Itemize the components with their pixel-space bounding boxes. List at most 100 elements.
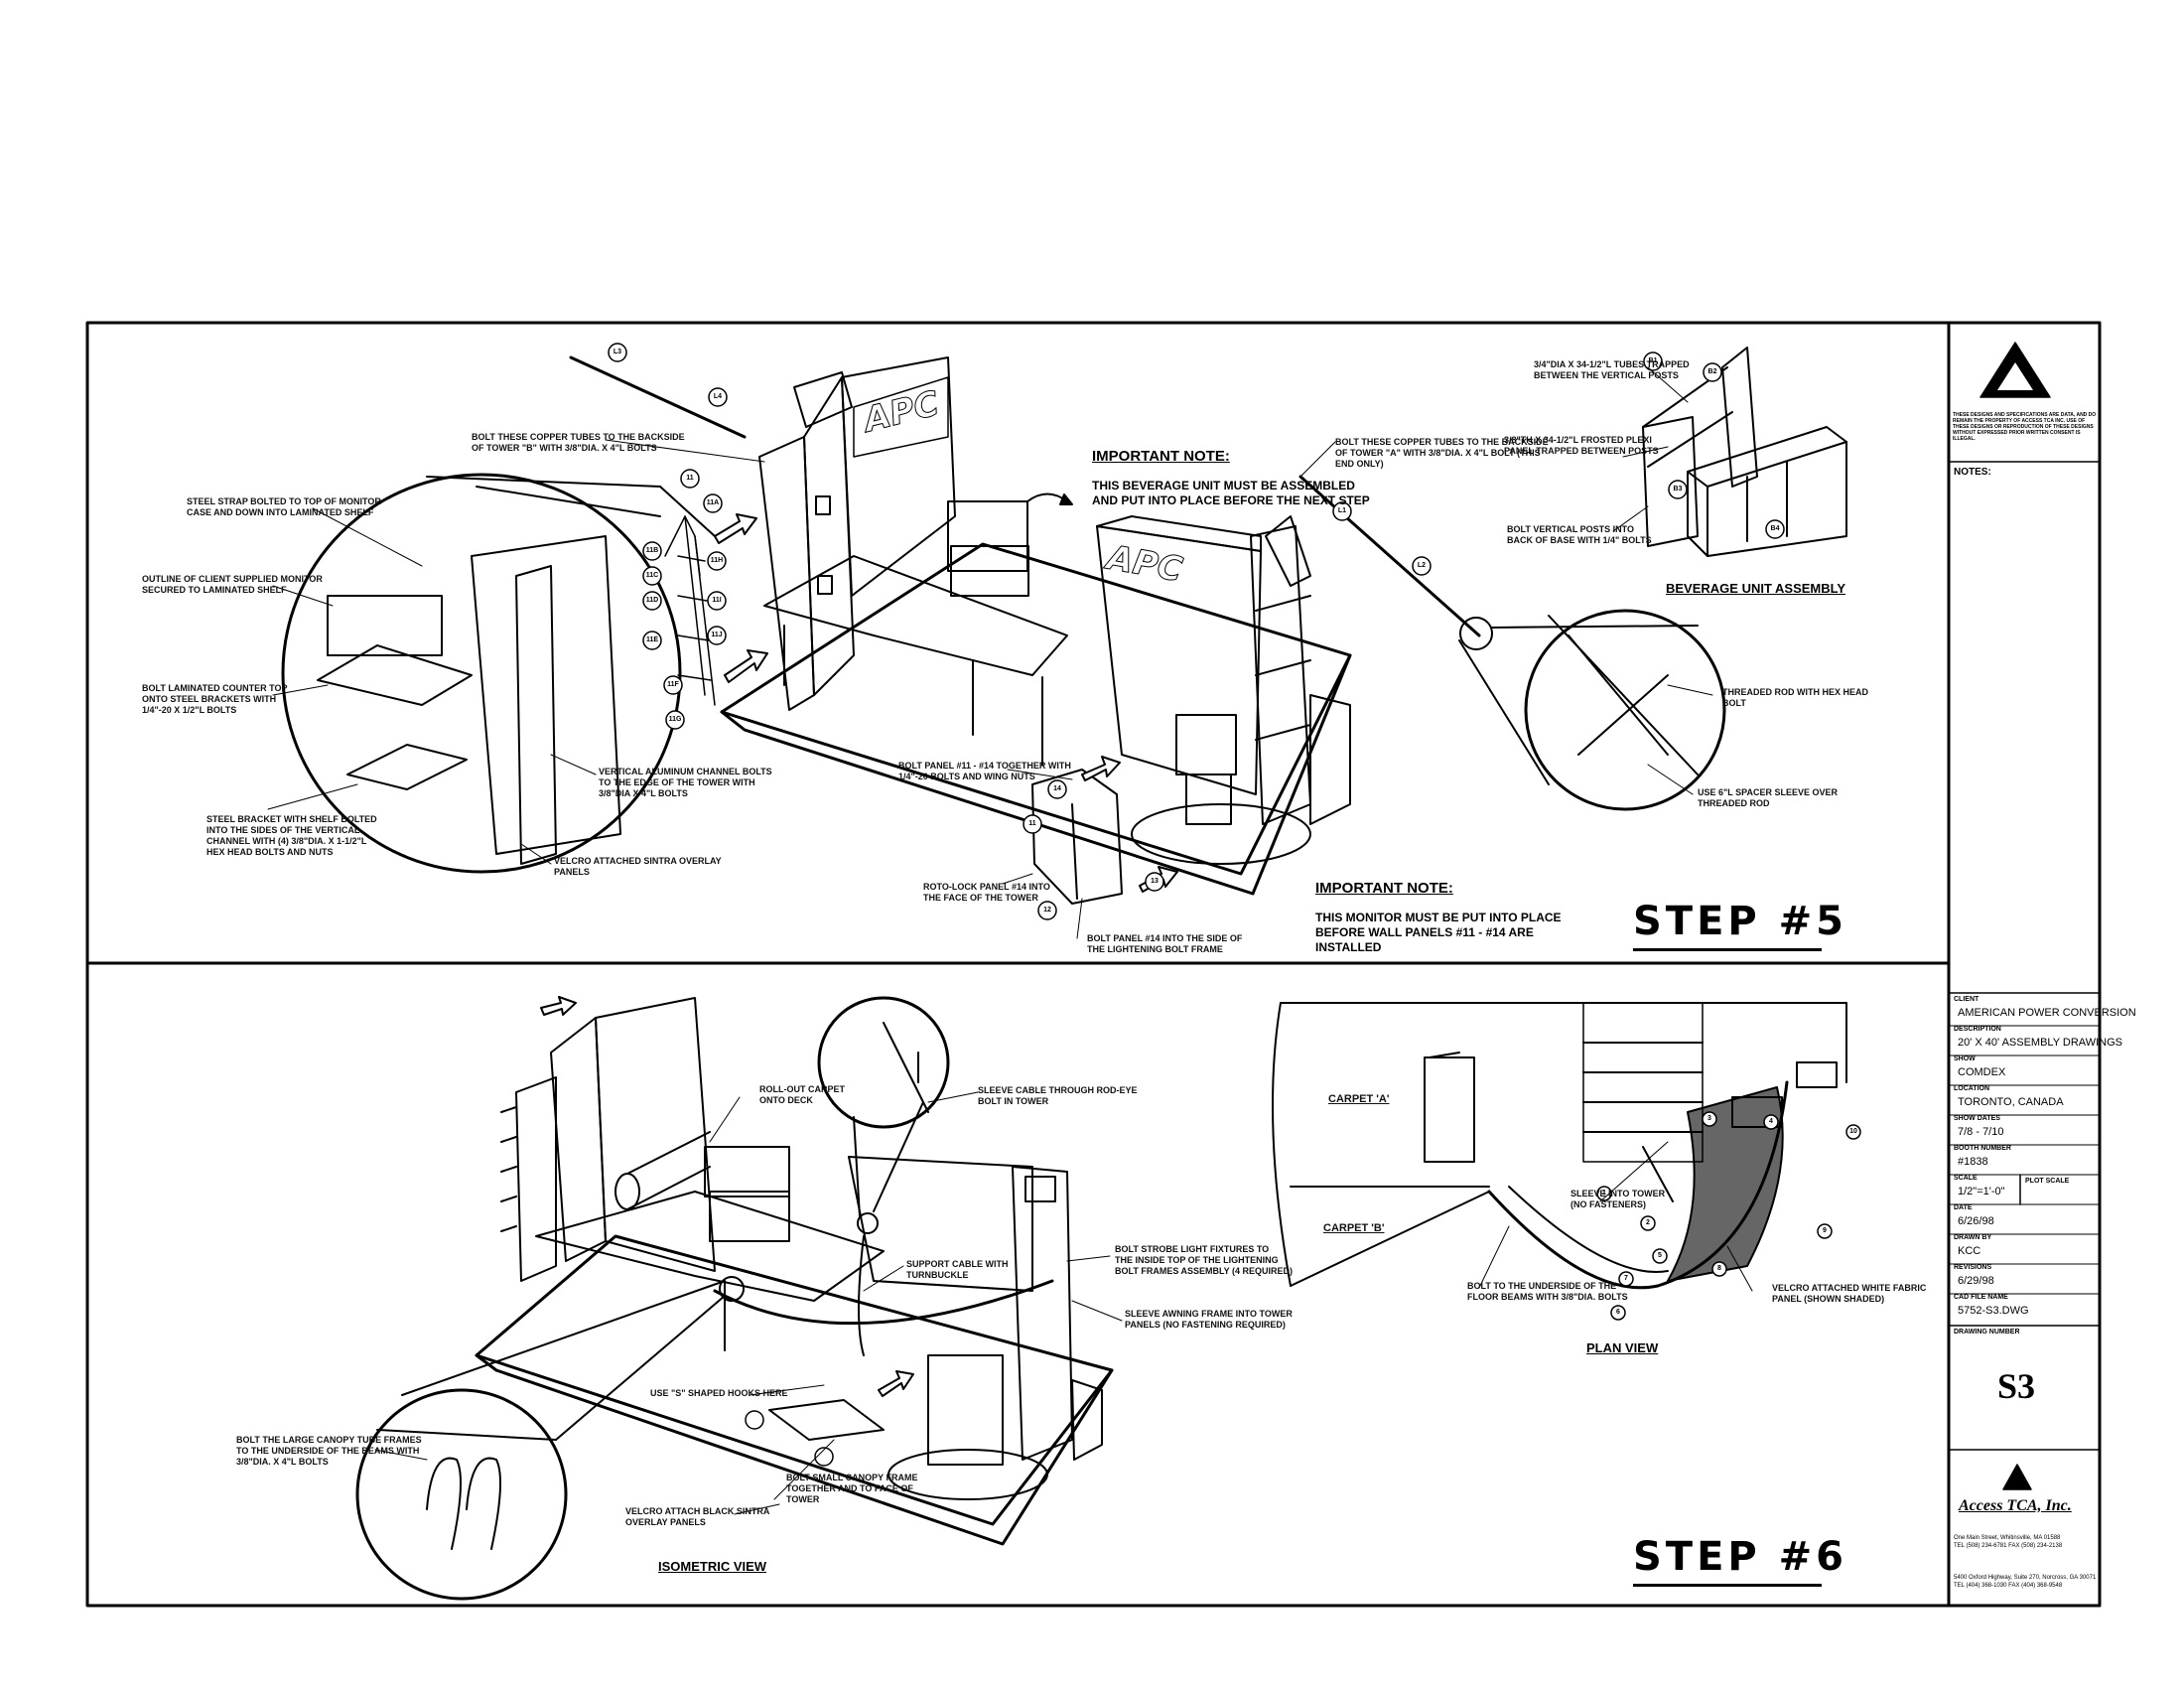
title-field-label: SHOW: [1954, 1055, 1976, 1062]
copyright-notice: THESE DESIGNS AND SPECIFICATIONS ARE DAT…: [1953, 412, 2097, 442]
plan-view-title: PLAN VIEW: [1586, 1340, 1659, 1355]
callout-number: L4: [713, 393, 723, 400]
isometric-view-title: ISOMETRIC VIEW: [658, 1559, 767, 1574]
title-field-label: SHOW DATES: [1954, 1115, 2000, 1122]
note-s-hooks: USE "S" SHAPED HOOKS HERE: [650, 1388, 788, 1398]
company-address-1: One Main Street, Whitinsville, MA 01588 …: [1954, 1535, 2063, 1549]
beverage-unit-drawing: [1642, 347, 1847, 557]
callout-number: 11J: [711, 632, 723, 638]
title-field-value: 6/29/98: [1958, 1275, 1994, 1287]
note-steel-strap: STEEL STRAP BOLTED TO TOP OF MONITOR CAS…: [187, 496, 381, 517]
callout-number: 8: [1717, 1265, 1721, 1272]
callout-number: 11C: [645, 572, 659, 579]
title-block: [1948, 342, 2101, 1490]
note-tubes-trapped: 3/4"DIA X 34-1/2"L TUBES TRAPPED BETWEEN…: [1534, 359, 1690, 380]
callout-number: 3: [1707, 1115, 1711, 1122]
note-velcro-sintra: VELCRO ATTACHED SINTRA OVERLAY PANELS: [554, 856, 722, 877]
note-copper-tubes-a: BOLT THESE COPPER TUBES TO THE BACKSIDE …: [1335, 437, 1549, 469]
title-field-label: CAD FILE NAME: [1954, 1294, 2008, 1301]
title-field-value: AMERICAN POWER CONVERSION: [1958, 1007, 2136, 1019]
note-bolt-panels: BOLT PANEL #11 - #14 TOGETHER WITH 1/4"-…: [898, 761, 1071, 781]
callout-number: 1: [1602, 1190, 1606, 1196]
callout-number: 11B: [645, 547, 659, 554]
title-field-value: 20' X 40' ASSEMBLY DRAWINGS: [1958, 1037, 2123, 1049]
title-field-label: DRAWN BY: [1954, 1234, 1992, 1241]
note-canopy-tube: BOLT THE LARGE CANOPY TUBE FRAMES TO THE…: [236, 1435, 422, 1467]
callout-number: 2: [1646, 1219, 1650, 1226]
note-support-cable: SUPPORT CABLE WITH TURNBUCKLE: [906, 1259, 1009, 1280]
callout-number: 11H: [710, 557, 724, 564]
step6-underline: [1633, 1584, 1822, 1587]
note-threaded-rod: THREADED ROD WITH HEX HEAD BOLT: [1722, 687, 1869, 708]
callout-number: 11A: [706, 499, 720, 506]
title-field-label: BOOTH NUMBER: [1954, 1145, 2011, 1152]
title-field-value: TORONTO, CANADA: [1958, 1096, 2064, 1108]
title-block-rows: [1948, 1025, 2101, 1295]
callout-number: 14: [1053, 785, 1061, 792]
callout-number: B2: [1707, 368, 1717, 375]
callout-number: 12: [1043, 907, 1051, 914]
title-field-value: 1/2"=1'-0": [1958, 1186, 2005, 1197]
drawing-number-label: DRAWING NUMBER: [1954, 1329, 2020, 1336]
note-outline-monitor: OUTLINE OF CLIENT SUPPLIED MONITOR SECUR…: [142, 574, 323, 595]
step5-label: STEP #5: [1633, 899, 1848, 944]
leader-lines: [267, 366, 1753, 1515]
note-spacer-sleeve: USE 6"L SPACER SLEEVE OVER THREADED ROD: [1698, 787, 1838, 808]
callout-number: 6: [1616, 1309, 1620, 1316]
step5-detail-monitor-shelf: [281, 473, 716, 874]
step5-shelf-stack: [664, 515, 716, 706]
note-roll-out: ROLL-OUT CARPET ONTO DECK: [759, 1084, 845, 1105]
step5-detail-threaded-rod: [1458, 609, 1726, 811]
important-note-body: THIS BEVERAGE UNIT MUST BE ASSEMBLED AND…: [1092, 479, 1370, 507]
callout-number: 13: [1151, 878, 1159, 885]
callout-number: B4: [1770, 525, 1780, 532]
note-velcro-white: VELCRO ATTACHED WHITE FABRIC PANEL (SHOW…: [1772, 1283, 1927, 1304]
callout-number: 4: [1769, 1118, 1773, 1125]
callout-number: 11I: [712, 597, 722, 604]
note-small-canopy: BOLT SMALL CANOPY FRAME TOGETHER AND TO …: [786, 1473, 918, 1504]
title-field-label: DATE: [1954, 1204, 1973, 1211]
note-vertical-channel: VERTICAL ALUMINUM CHANNEL BOLTS TO THE E…: [599, 767, 772, 798]
important-note-body: THIS MONITOR MUST BE PUT INTO PLACE BEFO…: [1315, 911, 1562, 954]
title-field-value: 6/26/98: [1958, 1215, 1994, 1227]
callout-number: 11: [686, 475, 694, 482]
title-field-value: #1838: [1958, 1156, 1988, 1168]
title-field-label: LOCATION: [1954, 1085, 1990, 1092]
note-plexi-panel: 3/8"TH X 34-1/2"L FROSTED PLEXI PANEL TR…: [1504, 435, 1659, 456]
important-note-monitor: IMPORTANT NOTE: THIS MONITOR MUST BE PUT…: [1315, 866, 1562, 970]
notes-label: NOTES:: [1954, 467, 1991, 478]
note-bolt-panel-14: BOLT PANEL #14 INTO THE SIDE OF THE LIGH…: [1087, 933, 1243, 954]
step6-detail-rod-eye: [817, 996, 950, 1234]
callout-bubbles: [608, 343, 1861, 1467]
beverage-unit-title: BEVERAGE UNIT ASSEMBLY: [1666, 581, 1846, 596]
callout-number: 10: [1849, 1128, 1857, 1135]
step6-label: STEP #6: [1633, 1534, 1848, 1580]
note-strobe: BOLT STROBE LIGHT FIXTURES TO THE INSIDE…: [1115, 1244, 1294, 1276]
company-name: Access TCA, Inc.: [1959, 1497, 2072, 1514]
callout-number: 11: [1028, 820, 1036, 827]
step5-booth-drawing: [714, 356, 1352, 905]
step5-copper-tubes: [569, 355, 1481, 637]
title-field-label: REVISIONS: [1954, 1264, 1992, 1271]
title-field-value: 5752-S3.DWG: [1958, 1305, 2029, 1317]
note-vertical-posts: BOLT VERTICAL POSTS INTO BACK OF BASE WI…: [1507, 524, 1652, 545]
callout-number: L3: [613, 349, 622, 355]
note-copper-tubes-b: BOLT THESE COPPER TUBES TO THE BACKSIDE …: [472, 432, 685, 453]
callout-number: 5: [1658, 1252, 1662, 1259]
step6-detail-canopy-tube: [355, 1276, 745, 1601]
plot-scale-label: PLOT SCALE: [2025, 1178, 2070, 1185]
callout-number: 11D: [645, 597, 659, 604]
callout-number: 11F: [667, 681, 679, 688]
note-sleeve-tower: SLEEVE INTO TOWER (NO FASTENERS): [1570, 1189, 1666, 1209]
callout-number: B3: [1673, 486, 1683, 492]
title-field-value: KCC: [1958, 1245, 1981, 1257]
note-sleeve-cable: SLEEVE CABLE THROUGH ROD-EYE BOLT IN TOW…: [978, 1085, 1138, 1106]
note-velcro-black: VELCRO ATTACH BLACK SINTRA OVERLAY PANEL…: [625, 1506, 770, 1527]
title-field-label: CLIENT: [1954, 996, 1979, 1003]
callout-number: L1: [1337, 507, 1347, 514]
company-logo-mark-small: [2002, 1464, 2032, 1490]
important-note-heading: IMPORTANT NOTE:: [1092, 448, 1230, 465]
plan-view-drawing: [1272, 1002, 1847, 1290]
title-field-value: COMDEX: [1958, 1066, 2006, 1078]
